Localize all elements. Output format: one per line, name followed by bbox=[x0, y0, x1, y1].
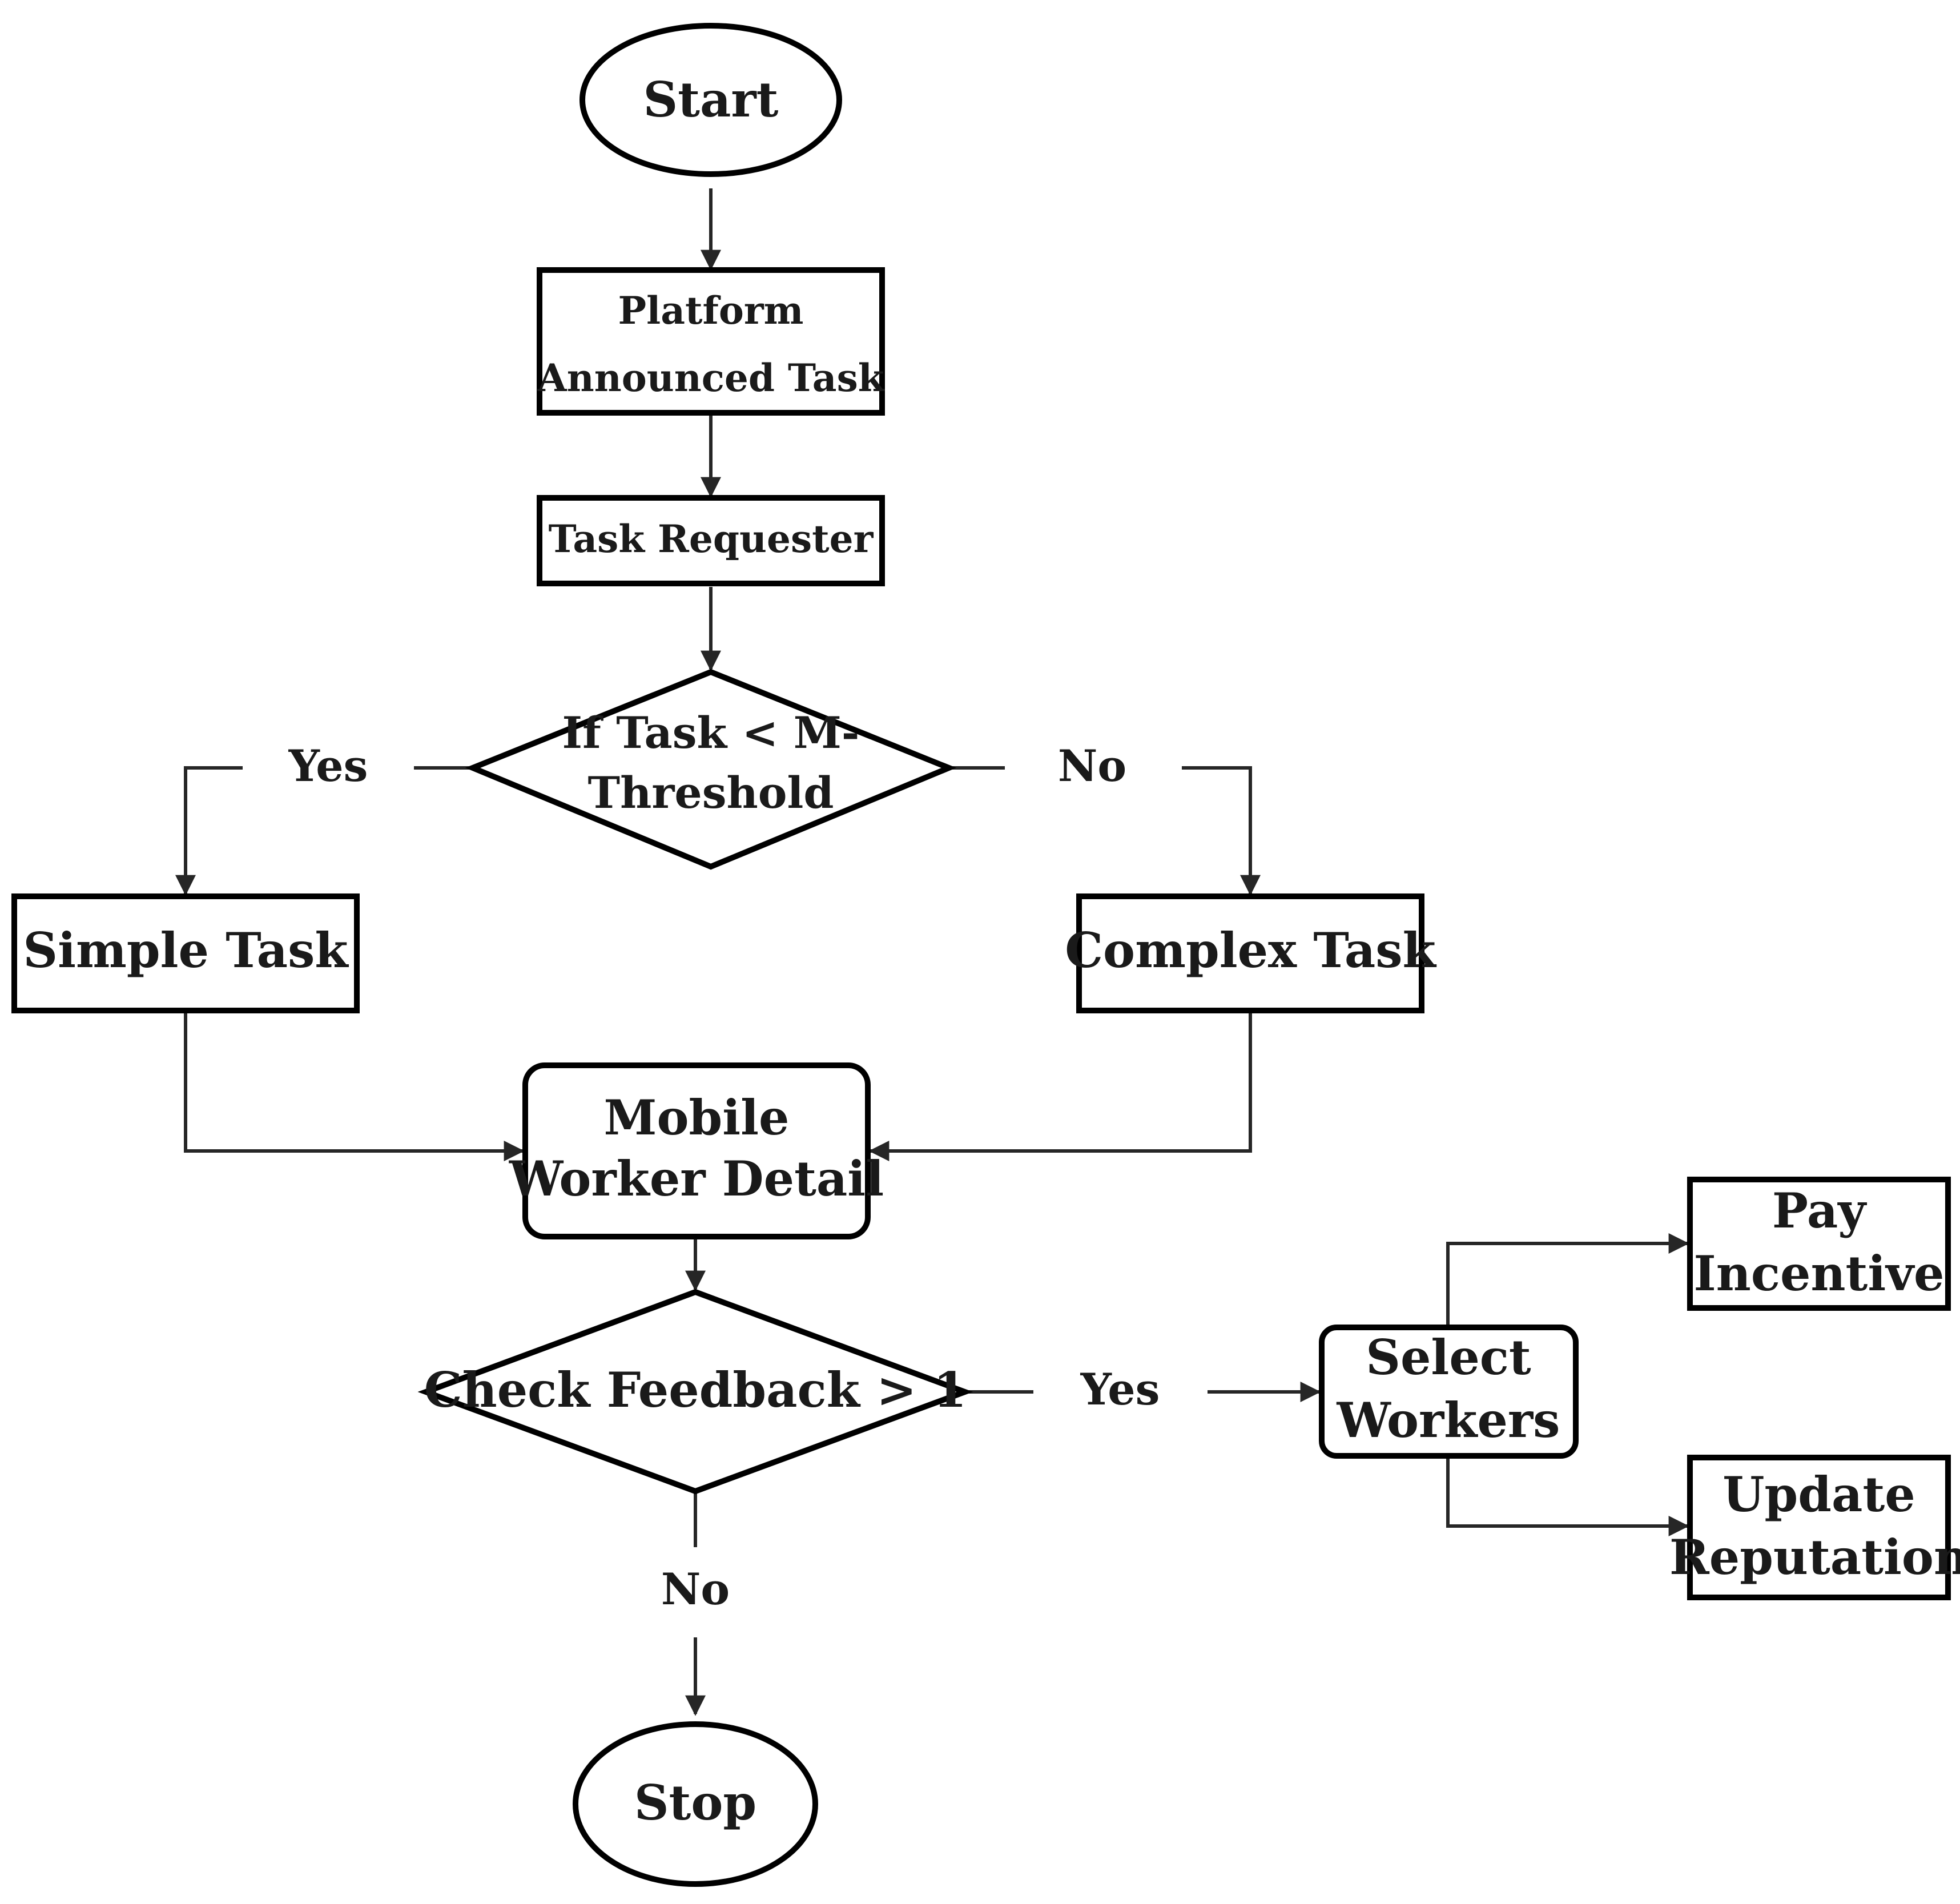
platform-label-line1: Platform bbox=[618, 288, 804, 333]
task-requester-label: Task Requester bbox=[549, 517, 874, 561]
platform-announced-task-node: Platform Announced Task bbox=[537, 267, 885, 416]
task-requester-node: Task Requester bbox=[537, 495, 885, 586]
edge-select-update bbox=[1446, 1457, 1689, 1536]
start-label: Start bbox=[643, 71, 779, 128]
pay-incentive-label-line1: Pay bbox=[1772, 1182, 1867, 1239]
feedback-decision-node: Check Feedback > 1 bbox=[417, 1289, 973, 1495]
select-workers-label-line1: Select bbox=[1366, 1329, 1531, 1386]
threshold-decision-node: If Task < M- Threshold bbox=[465, 669, 957, 870]
threshold-label-line2: Threshold bbox=[588, 767, 834, 818]
update-reputation-node: Update Reputation bbox=[1669, 1455, 1960, 1600]
edge-yes-simple bbox=[175, 766, 243, 896]
threshold-label-line1: If Task < M- bbox=[562, 707, 860, 758]
platform-label-line2: Announced Task bbox=[537, 356, 885, 400]
simple-task-label: Simple Task bbox=[23, 922, 349, 979]
update-reputation-label-line2: Reputation bbox=[1669, 1529, 1960, 1585]
feedback-decision-label: Check Feedback > 1 bbox=[424, 1362, 967, 1418]
edge-select-pay bbox=[1446, 1233, 1689, 1325]
mobile-worker-detail-node: Mobile Worker Detail bbox=[509, 1062, 884, 1239]
edge-label-threshold-yes: Yes bbox=[288, 740, 368, 791]
stop-label: Stop bbox=[634, 1774, 756, 1831]
edge-complex-mobile bbox=[868, 1012, 1252, 1161]
complex-task-label: Complex Task bbox=[1065, 922, 1436, 979]
edge-label-feedback-no: No bbox=[661, 1564, 730, 1615]
pay-incentive-node: Pay Incentive bbox=[1687, 1177, 1951, 1311]
edge-label-feedback-yes: Yes bbox=[1080, 1364, 1160, 1415]
select-workers-label-line2: Workers bbox=[1337, 1392, 1560, 1448]
mobile-worker-label-line1: Mobile bbox=[603, 1089, 789, 1146]
edge-simple-mobile bbox=[184, 1012, 525, 1161]
mobile-worker-label-line2: Worker Detail bbox=[509, 1150, 884, 1207]
simple-task-node: Simple Task bbox=[11, 893, 360, 1013]
edge-label-threshold-no: No bbox=[1058, 740, 1126, 791]
select-workers-node: Select Workers bbox=[1319, 1325, 1579, 1459]
pay-incentive-label-line2: Incentive bbox=[1694, 1245, 1945, 1302]
complex-task-node: Complex Task bbox=[1065, 893, 1437, 1013]
start-node: Start bbox=[579, 23, 842, 177]
stop-node: Stop bbox=[573, 1721, 818, 1887]
edge-no-complex bbox=[1182, 766, 1261, 896]
update-reputation-label-line1: Update bbox=[1722, 1466, 1915, 1523]
